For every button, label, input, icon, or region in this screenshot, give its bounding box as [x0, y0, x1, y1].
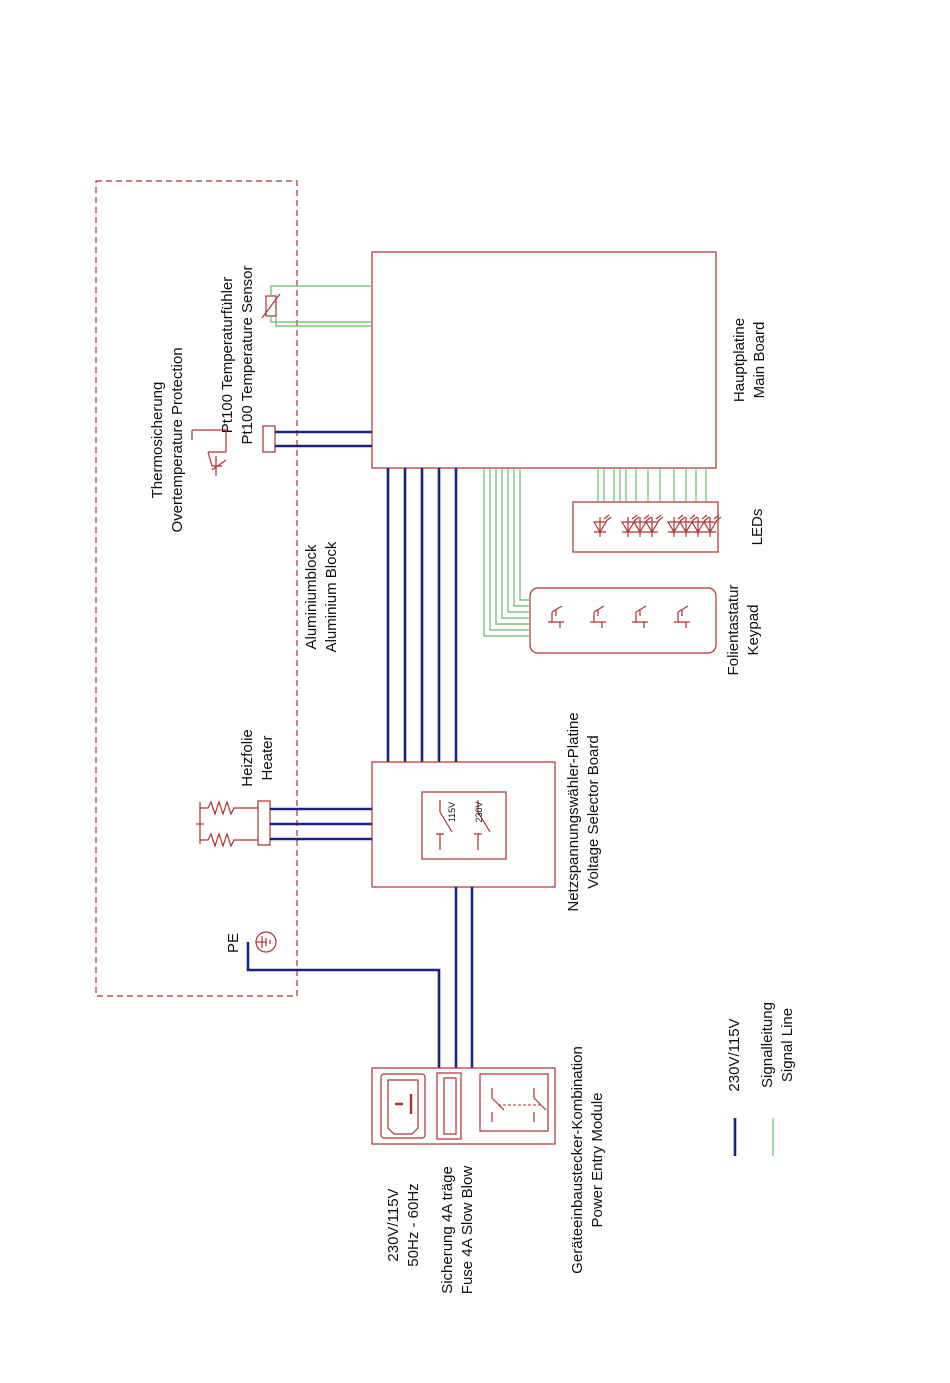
key-switch-2: [590, 605, 606, 628]
led-1: [592, 514, 612, 537]
selector-switch-symbol: [436, 800, 491, 850]
aluminium-block-enclosure: [95, 180, 298, 997]
heater-symbol: [196, 800, 271, 848]
pe-line: [246, 942, 441, 1068]
keypad-label-en: Keypad: [745, 605, 762, 656]
pt100-sensor-symbol: [261, 293, 281, 319]
led-board: [572, 501, 719, 553]
power-bus-vertical: [386, 468, 458, 762]
power-lines-pem: [454, 887, 474, 1068]
label-230v: 230V: [474, 801, 484, 822]
led-5: [666, 514, 686, 537]
label-115v: 115V: [447, 802, 457, 822]
pe-label: PE: [225, 933, 242, 953]
voltage-selector-switch: [421, 791, 507, 860]
heater-label-de: Heizfolie: [239, 729, 256, 787]
thermal-fuse-symbol: [191, 425, 276, 476]
led-symbols: [592, 514, 722, 537]
power-switch-icon: [479, 1073, 549, 1132]
legend-power-label: 230V/115V: [726, 1018, 743, 1091]
voltage-board-label-de: Netzspannungswähler-Platine: [565, 712, 582, 911]
power-lines-heater: [270, 807, 372, 841]
leds-label: LEDs: [749, 509, 766, 546]
input-voltage-label: 230V/115V: [385, 1188, 402, 1261]
heater-label-en: Heater: [259, 735, 276, 780]
power-lines-thermo: [275, 430, 372, 448]
key-switch-4: [674, 605, 690, 628]
main-board: [371, 251, 717, 469]
signal-lines-sensor: [270, 285, 372, 327]
iec-inlet-icon: [380, 1073, 426, 1139]
fuse-holder-icon: [436, 1072, 462, 1140]
keypad-label-de: Folientastatur: [725, 585, 742, 676]
fuse-label-en: Fuse 4A Slow Blow: [459, 1166, 476, 1295]
thermo-label-en: Overtemperature Protection: [169, 347, 186, 532]
legend-signal-label-en: Signal Line: [779, 1008, 796, 1082]
pem-label-de: Geräteeinbaustecker-Kombination: [569, 1046, 586, 1274]
aluminium-label-de: Aluminiumblock: [303, 544, 320, 650]
pem-label-en: Power Entry Module: [589, 1092, 606, 1227]
led-8: [702, 514, 722, 537]
keypad-switches: [548, 605, 690, 628]
voltage-selector-board: [371, 761, 556, 888]
key-switch-1: [548, 605, 564, 628]
led-7: [690, 514, 710, 537]
sensor-label-en: Pt100 Temperature Sensor: [239, 265, 256, 444]
keypad: [529, 587, 717, 654]
key-switch-3: [632, 605, 648, 628]
fuse-label-de: Sicherung 4A träge: [439, 1166, 456, 1294]
signal-lines-leds: [597, 468, 707, 502]
signal-lines-keypad: [483, 468, 530, 637]
legend-signal-label-de: Signalleitung: [759, 1002, 776, 1088]
earth-icon: [255, 931, 277, 953]
led-4: [644, 514, 664, 537]
sensor-label-de: Pt100 Temperaturfühler: [219, 277, 236, 433]
thermo-label-de: Thermosicherung: [149, 382, 166, 499]
led-2: [620, 514, 640, 537]
main-board-label-de: Hauptplatine: [731, 318, 748, 402]
input-frequency-label: 50Hz - 60Hz: [405, 1183, 422, 1266]
legend: 230V/115V Signalleitung Signal Line: [726, 1002, 796, 1156]
main-board-label-en: Main Board: [751, 322, 768, 399]
led-6: [678, 514, 698, 537]
led-3: [632, 514, 652, 537]
voltage-board-label-en: Voltage Selector Board: [585, 735, 602, 888]
power-entry-module: [371, 1067, 556, 1145]
aluminium-label-en: Aluminium Block: [323, 541, 340, 652]
